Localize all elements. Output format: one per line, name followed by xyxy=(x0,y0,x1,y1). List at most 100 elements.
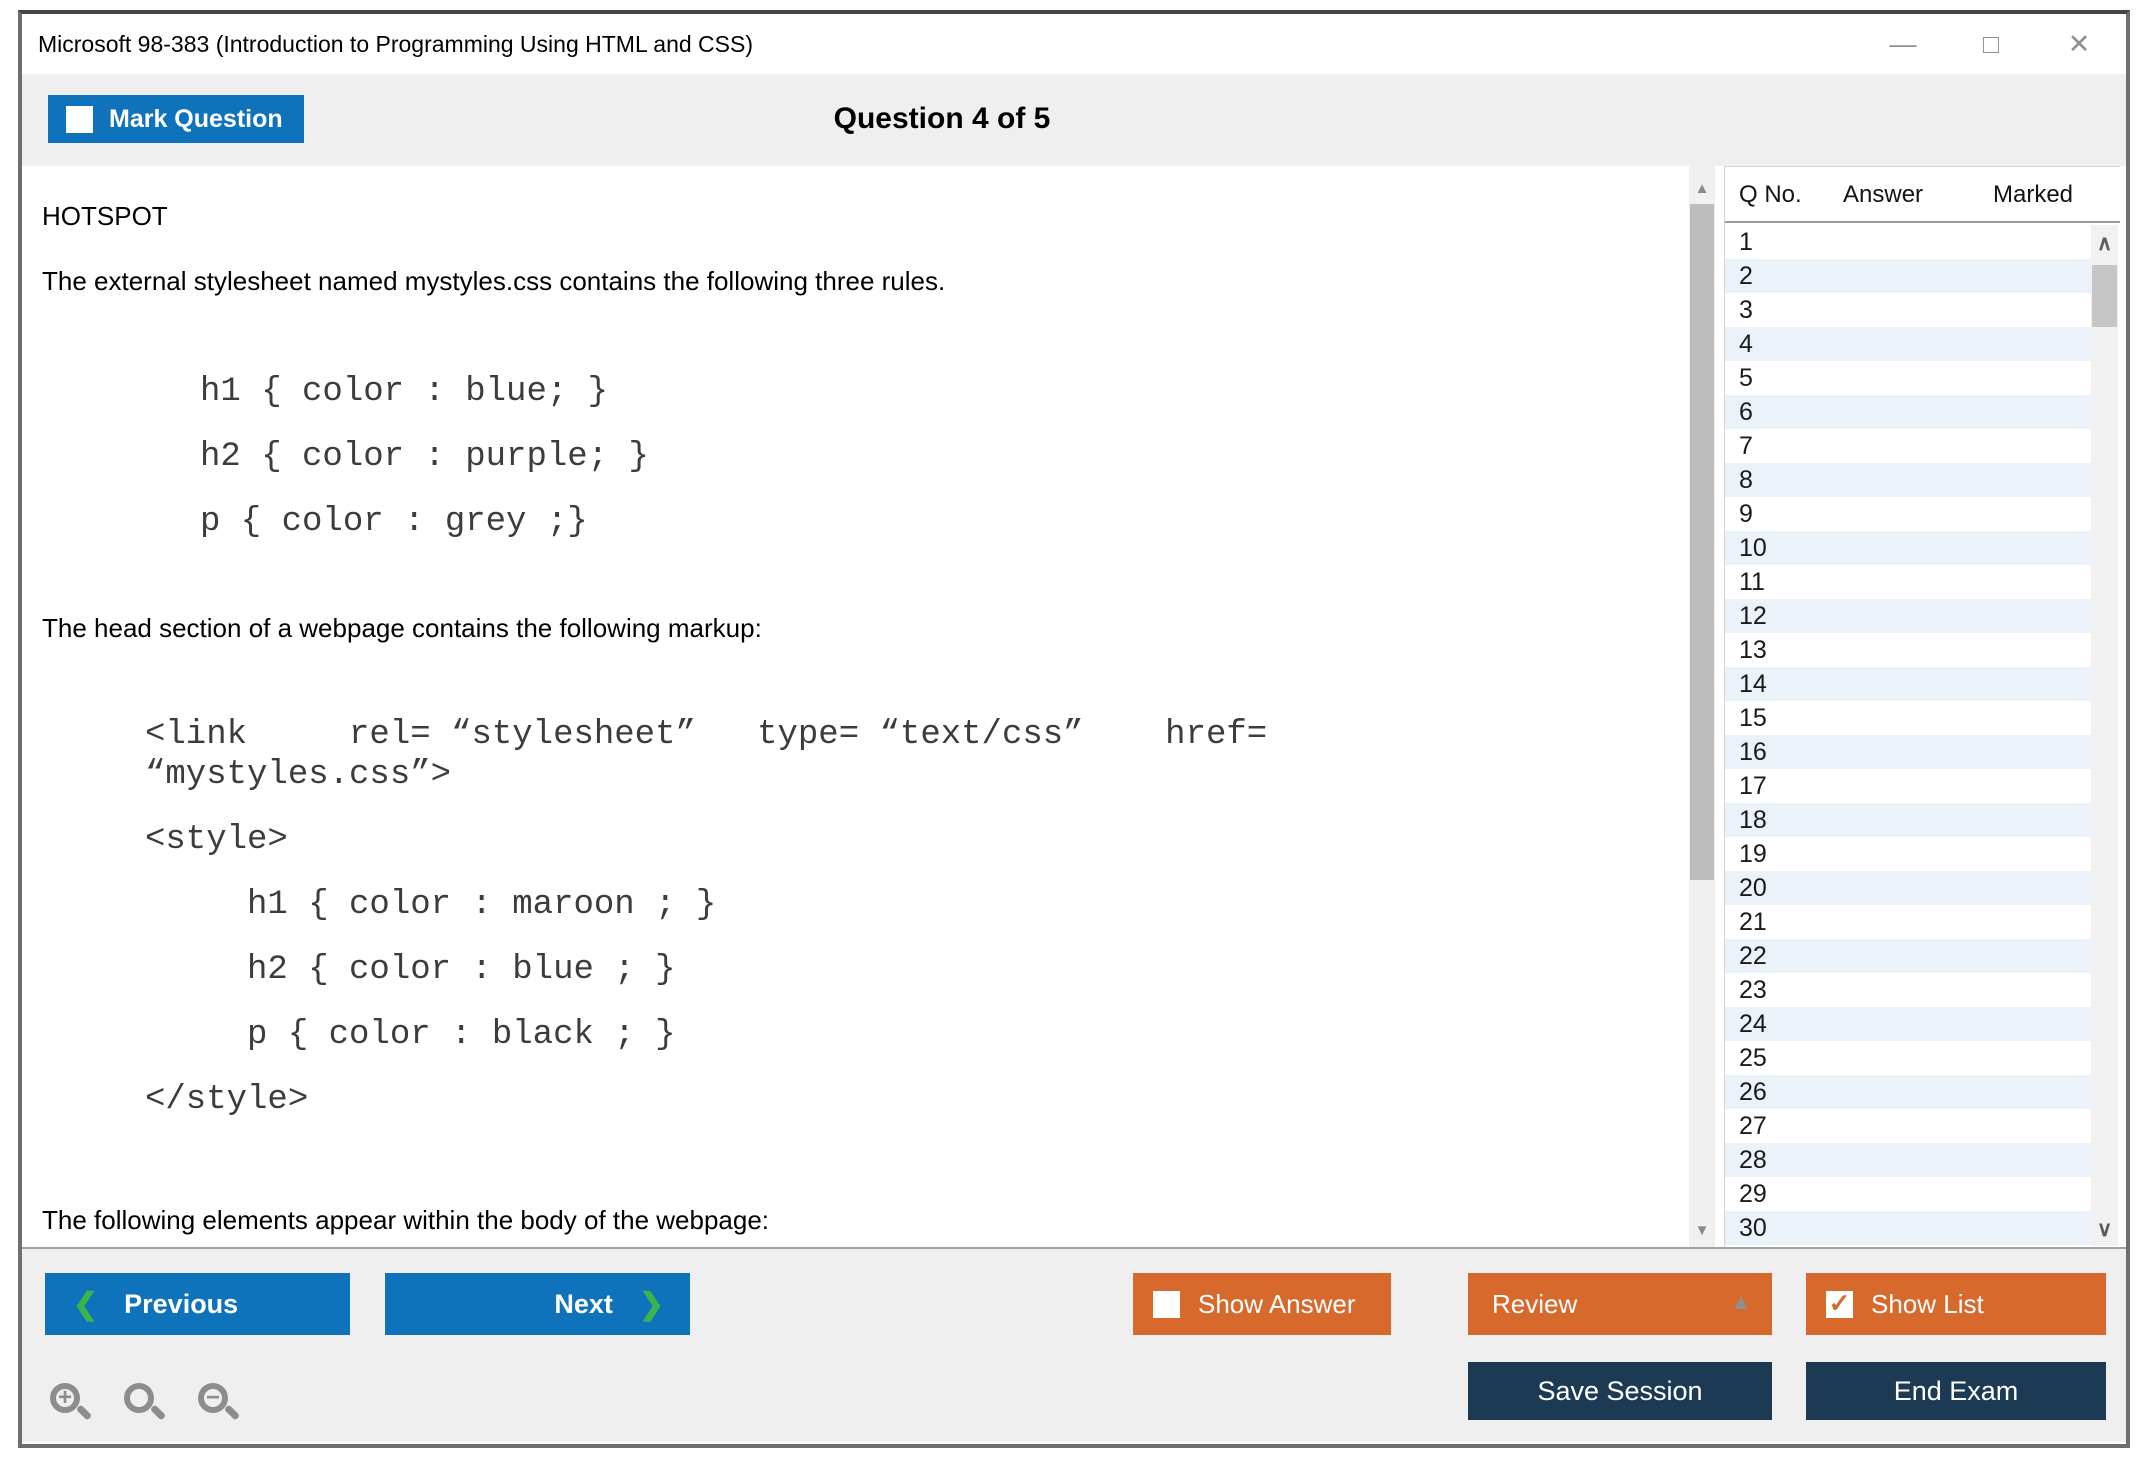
marked-cell xyxy=(1965,463,2075,497)
answer-cell xyxy=(1815,633,1965,667)
q-number: 22 xyxy=(1739,942,1767,970)
next-button[interactable]: Next ❯ xyxy=(385,1273,690,1335)
end-exam-button[interactable]: End Exam xyxy=(1806,1362,2106,1420)
marked-cell xyxy=(1965,735,2075,769)
save-session-button[interactable]: Save Session xyxy=(1468,1362,1772,1420)
marked-cell xyxy=(1965,905,2075,939)
list-scroll-up-icon[interactable]: ∧ xyxy=(2096,232,2113,255)
window-title: Microsoft 98-383 (Introduction to Progra… xyxy=(38,31,753,57)
answer-cell xyxy=(1815,939,1965,973)
question-scrollbar[interactable]: ▲ ▼ xyxy=(1689,166,1715,1247)
question-list-row[interactable]: 3 xyxy=(1725,293,2091,327)
magnifier-icon[interactable] xyxy=(122,1381,168,1427)
question-list-row[interactable]: 17 xyxy=(1725,769,2091,803)
question-list-row[interactable]: 2 xyxy=(1725,259,2091,293)
answer-cell xyxy=(1815,327,1965,361)
marked-cell xyxy=(1965,769,2075,803)
question-list-row[interactable]: 19 xyxy=(1725,837,2091,871)
question-list-scrollbar[interactable]: ∧ ∨ xyxy=(2091,225,2118,1246)
head-markup-block: <link rel= “stylesheet” type= “text/css”… xyxy=(145,703,1267,1133)
question-list-row[interactable]: 15 xyxy=(1725,701,2091,735)
question-list-scrollbar-thumb[interactable] xyxy=(2092,265,2117,327)
check-icon: ✓ xyxy=(1828,1287,1851,1318)
show-answer-button[interactable]: Show Answer xyxy=(1133,1273,1391,1335)
question-list-row[interactable]: 25 xyxy=(1725,1041,2091,1075)
question-list-row[interactable]: 4 xyxy=(1725,327,2091,361)
zoom-out-icon[interactable]: − xyxy=(196,1381,242,1427)
q-number: 26 xyxy=(1739,1078,1767,1106)
mark-question-button[interactable]: Mark Question xyxy=(48,95,304,143)
minimize-icon[interactable]: — xyxy=(1889,29,1917,59)
code-line: h2 { color : blue ; } xyxy=(145,951,676,989)
window-controls: — □ ✕ xyxy=(1882,24,2100,64)
mark-question-checkbox[interactable] xyxy=(66,105,93,133)
marked-cell xyxy=(1965,361,2075,395)
q-number: 2 xyxy=(1739,262,1753,290)
question-list-row[interactable]: 27 xyxy=(1725,1109,2091,1143)
question-list-row[interactable]: 10 xyxy=(1725,531,2091,565)
answer-cell xyxy=(1815,1177,1965,1211)
question-list-row[interactable]: 6 xyxy=(1725,395,2091,429)
question-list-row[interactable]: 22 xyxy=(1725,939,2091,973)
question-list-row[interactable]: 18 xyxy=(1725,803,2091,837)
title-bar: Microsoft 98-383 (Introduction to Progra… xyxy=(22,14,2126,74)
answer-cell xyxy=(1815,565,1965,599)
question-list-row[interactable]: 8 xyxy=(1725,463,2091,497)
content-region: HOTSPOT The external stylesheet named my… xyxy=(22,166,2126,1247)
show-list-checkbox[interactable]: ✓ xyxy=(1826,1287,1853,1318)
previous-button[interactable]: ❮ Previous xyxy=(45,1273,350,1335)
q-number: 10 xyxy=(1739,534,1767,562)
review-label: Review xyxy=(1492,1288,1578,1319)
question-list-header: Q No. Answer Marked xyxy=(1725,167,2120,223)
question-list-row[interactable]: 16 xyxy=(1725,735,2091,769)
maximize-icon[interactable]: □ xyxy=(1982,29,2000,59)
marked-cell xyxy=(1965,327,2075,361)
chevron-right-icon: ❯ xyxy=(638,1287,664,1321)
show-list-button[interactable]: ✓ Show List xyxy=(1806,1273,2106,1335)
question-list-row[interactable]: 9 xyxy=(1725,497,2091,531)
question-list-row[interactable]: 5 xyxy=(1725,361,2091,395)
marked-cell xyxy=(1965,497,2075,531)
question-list-row[interactable]: 7 xyxy=(1725,429,2091,463)
question-list-row[interactable]: 23 xyxy=(1725,973,2091,1007)
question-list-row[interactable]: 13 xyxy=(1725,633,2091,667)
answer-cell xyxy=(1815,361,1965,395)
q-number: 18 xyxy=(1739,806,1767,834)
q-number: 1 xyxy=(1739,228,1753,256)
caret-up-icon: ▲ xyxy=(1730,1289,1752,1314)
marked-cell xyxy=(1965,225,2075,259)
question-list-row[interactable]: 12 xyxy=(1725,599,2091,633)
q-number: 11 xyxy=(1739,568,1765,596)
list-scroll-down-icon[interactable]: ∨ xyxy=(2096,1218,2113,1241)
header-band: Mark Question Question 4 of 5 xyxy=(22,74,2126,166)
question-area: HOTSPOT The external stylesheet named my… xyxy=(22,166,1689,1247)
answer-cell xyxy=(1815,1075,1965,1109)
answer-cell xyxy=(1815,463,1965,497)
question-list-row[interactable]: 20 xyxy=(1725,871,2091,905)
q-number: 5 xyxy=(1739,364,1753,392)
question-list-row[interactable]: 11 xyxy=(1725,565,2091,599)
code-line: h1 { color : maroon ; } xyxy=(145,886,717,924)
marked-cell xyxy=(1965,1007,2075,1041)
question-list-row[interactable]: 30 xyxy=(1725,1211,2091,1245)
review-button[interactable]: Review ▲ xyxy=(1468,1273,1772,1335)
q-number: 27 xyxy=(1739,1112,1767,1140)
question-list-row[interactable]: 28 xyxy=(1725,1143,2091,1177)
scroll-down-icon[interactable]: ▼ xyxy=(1694,1222,1710,1239)
q-number: 4 xyxy=(1739,330,1753,358)
question-list-row[interactable]: 24 xyxy=(1725,1007,2091,1041)
answer-cell xyxy=(1815,395,1965,429)
question-scrollbar-thumb[interactable] xyxy=(1690,204,1714,880)
question-list-row[interactable]: 29 xyxy=(1725,1177,2091,1211)
marked-cell xyxy=(1965,939,2075,973)
marked-cell xyxy=(1965,429,2075,463)
close-icon[interactable]: ✕ xyxy=(2067,29,2091,59)
question-list-row[interactable]: 26 xyxy=(1725,1075,2091,1109)
show-answer-checkbox[interactable] xyxy=(1153,1290,1180,1318)
scroll-up-icon[interactable]: ▲ xyxy=(1694,180,1710,197)
question-list-row[interactable]: 14 xyxy=(1725,667,2091,701)
answer-cell xyxy=(1815,599,1965,633)
question-list-row[interactable]: 1 xyxy=(1725,225,2091,259)
question-list-row[interactable]: 21 xyxy=(1725,905,2091,939)
zoom-in-icon[interactable]: + xyxy=(48,1381,94,1427)
